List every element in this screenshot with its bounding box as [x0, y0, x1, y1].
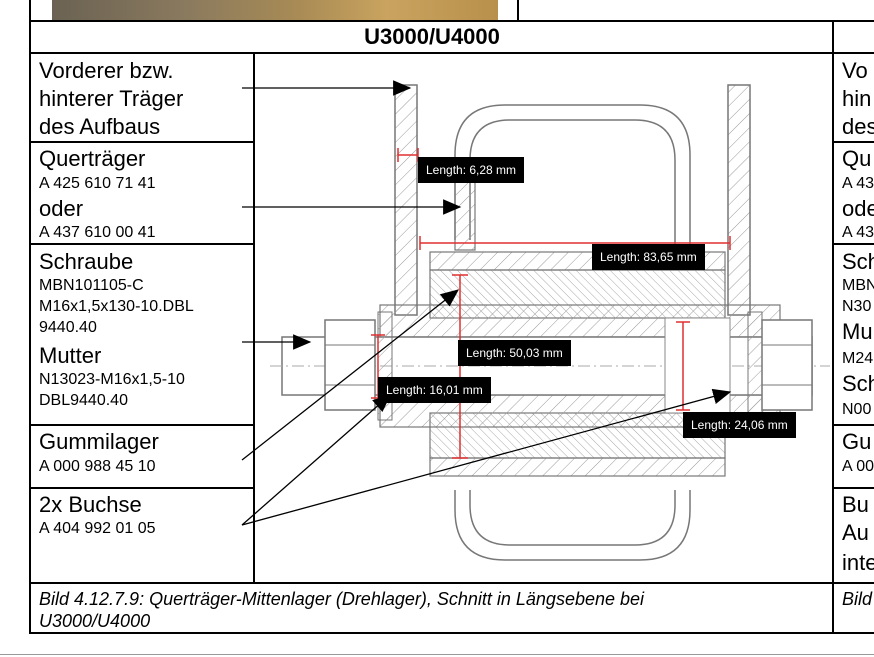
- label-buchse: 2x Buchse: [39, 492, 142, 517]
- measurement-lines: [371, 148, 731, 459]
- part-number: A 437 610 00 41: [39, 224, 156, 241]
- label-oder: oder: [39, 196, 84, 221]
- right-cell-text: Au: [842, 520, 869, 545]
- border: [29, 20, 874, 22]
- leader-arrows: [241, 80, 732, 526]
- spec-line: M16x1,5x130-10.DBL: [39, 298, 194, 315]
- right-cell-text: M24: [842, 350, 874, 367]
- border: [832, 243, 874, 245]
- label-quertraeger: Querträger: [39, 146, 146, 171]
- bracket-outline: [469, 490, 676, 546]
- right-column-clipped: Vo hin des Qu A 43 ode A 43 Sch MBN N30 …: [834, 52, 874, 634]
- right-cell-text: Mu: [842, 319, 873, 344]
- right-cell-text: Sch: [842, 371, 874, 396]
- divider: [0, 654, 874, 655]
- bolt-head: [324, 319, 376, 411]
- label-traeger-1: Vorderer bzw.: [39, 58, 174, 83]
- measurement-label: Length: 50,03 mm: [458, 340, 571, 366]
- table-title: U3000/U4000: [364, 24, 500, 49]
- border: [29, 20, 31, 634]
- border: [29, 141, 254, 143]
- right-cell-text: N00: [842, 401, 872, 418]
- spec-line: DBL9440.40: [39, 392, 128, 409]
- measurement-label: Length: 16,01 mm: [378, 377, 491, 403]
- right-cell-text: MBN: [842, 277, 874, 294]
- border: [517, 0, 519, 22]
- bracket-outline: [469, 119, 676, 245]
- carrier-wall-left: [394, 84, 418, 316]
- label-traeger-2: hinterer Träger: [39, 86, 184, 111]
- spec-line: MBN101105-C: [39, 277, 144, 294]
- label-mutter: Mutter: [39, 343, 102, 368]
- crossmember-web: [454, 179, 476, 251]
- nut: [761, 319, 813, 411]
- part-number: A 000 988 45 10: [39, 458, 156, 475]
- border: [29, 243, 254, 245]
- spec-line: 9440.40: [39, 319, 97, 336]
- right-cell-text: A 43: [842, 175, 874, 192]
- border: [832, 424, 874, 426]
- right-cell-text: Gu: [842, 429, 872, 454]
- right-cell-text: hin: [842, 86, 872, 111]
- part-number: A 404 992 01 05: [39, 520, 156, 537]
- right-cell-text: N30: [842, 298, 872, 315]
- border: [832, 487, 874, 489]
- washer-right: [747, 311, 763, 421]
- right-cell-text: A 43: [842, 224, 874, 241]
- part-number: A 425 610 71 41: [39, 175, 156, 192]
- bracket-outline: [454, 490, 691, 561]
- right-cell-text: Sch: [842, 249, 874, 274]
- figure-caption-1: Bild 4.12.7.9: Querträger-Mittenlager (D…: [39, 589, 645, 609]
- bracket-outline: [454, 104, 691, 245]
- right-cell-text: Qu: [842, 146, 872, 171]
- border: [832, 141, 874, 143]
- right-cell-text: ode: [842, 196, 874, 221]
- label-traeger-3: des Aufbaus: [39, 114, 161, 139]
- label-schraube: Schraube: [39, 249, 134, 274]
- border: [29, 52, 874, 54]
- border: [29, 582, 874, 584]
- measurement-label: Length: 24,06 mm: [683, 412, 796, 438]
- measurement-label: Length: 83,65 mm: [592, 244, 705, 270]
- border: [29, 632, 874, 634]
- right-cell-text: des: [842, 114, 874, 139]
- top-photo-strip: [52, 0, 498, 20]
- sleeve-lower: [429, 457, 726, 477]
- label-gummilager: Gummilager: [39, 429, 159, 454]
- right-caption: Bild: [842, 589, 873, 609]
- border: [29, 424, 254, 426]
- right-cell-text: Bu: [842, 492, 869, 517]
- right-cell-text: Vo: [842, 58, 868, 83]
- figure-caption-2: U3000/U4000: [39, 611, 151, 631]
- border: [832, 20, 834, 634]
- bushing-inner: [664, 317, 731, 414]
- border: [253, 52, 255, 584]
- right-cell-text: A 00: [842, 458, 874, 475]
- carrier-wall-right: [727, 84, 751, 316]
- border: [29, 0, 31, 22]
- border: [29, 487, 254, 489]
- spec-line: N13023-M16x1,5-10: [39, 371, 185, 388]
- measurement-label: Length: 6,28 mm: [418, 157, 525, 183]
- right-cell-text: inte: [842, 550, 874, 575]
